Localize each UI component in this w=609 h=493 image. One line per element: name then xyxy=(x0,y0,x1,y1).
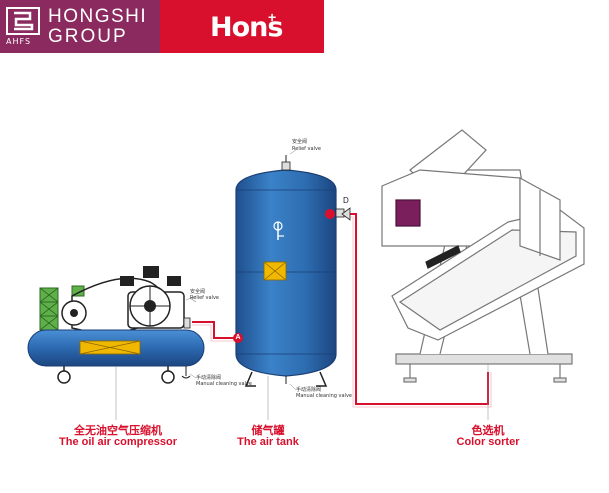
pipe-compressor-to-tank xyxy=(192,321,238,339)
tank-relief-valve-label-en: Relief valve xyxy=(292,146,321,152)
hons-logo-text: Hons xyxy=(210,12,283,43)
compressor-drain-label-en: Manual cleaning valve xyxy=(196,381,252,387)
air-tank xyxy=(235,155,351,387)
hons-logo-plus: + xyxy=(268,9,277,25)
compressor-relief-valve-label-en: Relief valve xyxy=(190,295,219,301)
sorter-caption-cn: 色选机 xyxy=(471,424,505,437)
brand-name-group: GROUP xyxy=(48,26,128,47)
hongshi-logo-panel: AHFS HONGSHI GROUP xyxy=(0,0,160,53)
leader-lines xyxy=(115,149,489,420)
color-sorter xyxy=(381,129,585,383)
marker-a: A xyxy=(233,333,243,343)
logo-subtext: AHFS xyxy=(6,37,32,46)
marker-d: D xyxy=(343,196,349,205)
tank-relief-valve-label-cn: 安全阀 xyxy=(292,139,308,145)
brand-name-hongshi: HONGSHI xyxy=(48,6,148,27)
compressor-caption-en: The oil air compressor xyxy=(59,436,177,448)
compressor-relief-valve-label-cn: 安全阀 xyxy=(190,289,206,295)
sorter-caption-en: Color sorter xyxy=(456,436,520,448)
compressor-caption-cn: 全无油空气压缩机 xyxy=(74,424,162,437)
header-banner: AHFS HONGSHI GROUP Hons + xyxy=(0,0,324,53)
hongshi-logo-icon xyxy=(6,7,40,35)
hons-logo-panel xyxy=(160,0,324,53)
tank-drain-label-en: Manual cleaning valve xyxy=(296,393,352,399)
tank-caption-en: The air tank xyxy=(237,436,299,448)
tank-caption-cn: 储气罐 xyxy=(251,424,285,437)
compressor-drain-label-cn: 手动清除阀 xyxy=(196,375,222,381)
air-compressor xyxy=(27,266,205,384)
tank-drain-label-cn: 手动清除阀 xyxy=(296,387,322,393)
